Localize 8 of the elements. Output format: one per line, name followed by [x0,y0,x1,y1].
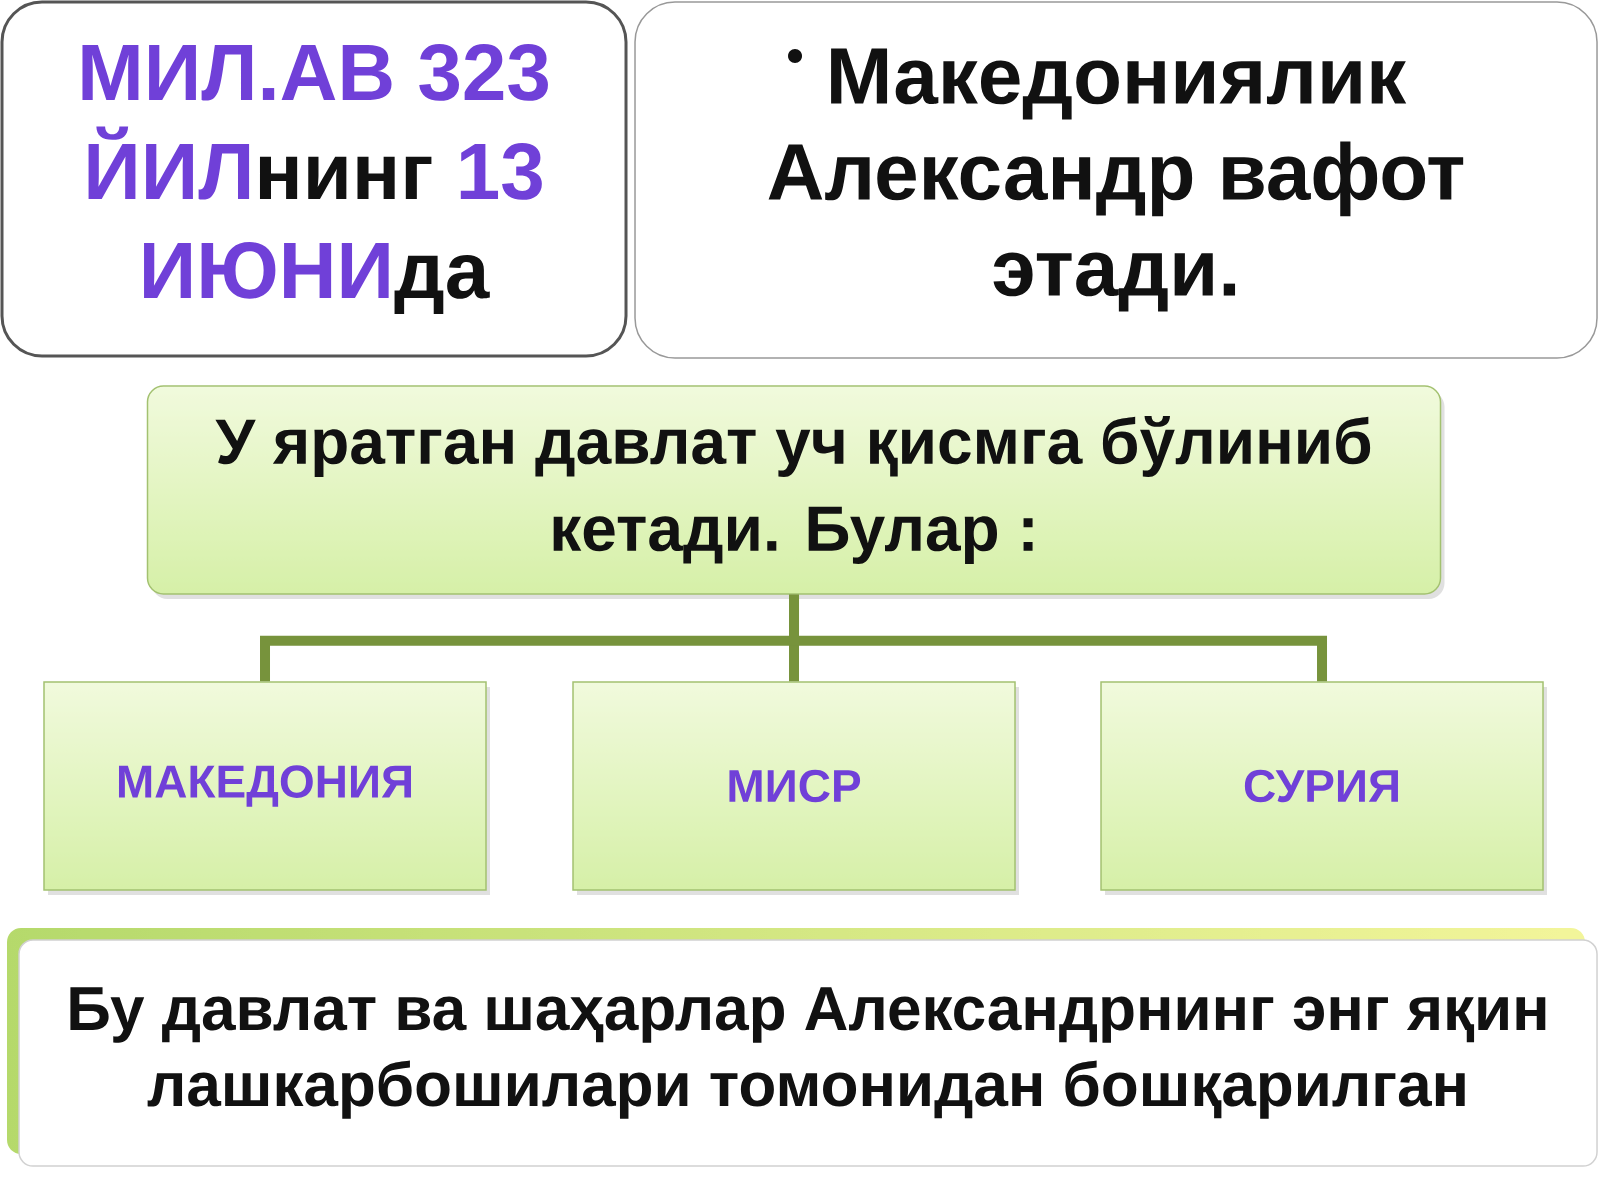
heading-box: У яратган давлат уч қисмга бўлиниб кетади. Булар : [146,385,1445,599]
region-box: СУРИЯ [1100,681,1547,895]
region-box: МИСР [572,681,1019,895]
rounded-box: Македониялик Александр вафот этади. [634,1,1598,359]
rounded-box: МИЛ.АВ 323 ЙИЛнинг 13 ИЮНИда [0,0,628,358]
connector-line [789,594,1327,682]
region-box: МАКЕДОНИЯ [43,681,490,895]
note-box: Бу давлат ва шаҳарлар Александрнинг энг яқин лашкарбошилари томонидан бошқарилган [18,939,1598,1167]
